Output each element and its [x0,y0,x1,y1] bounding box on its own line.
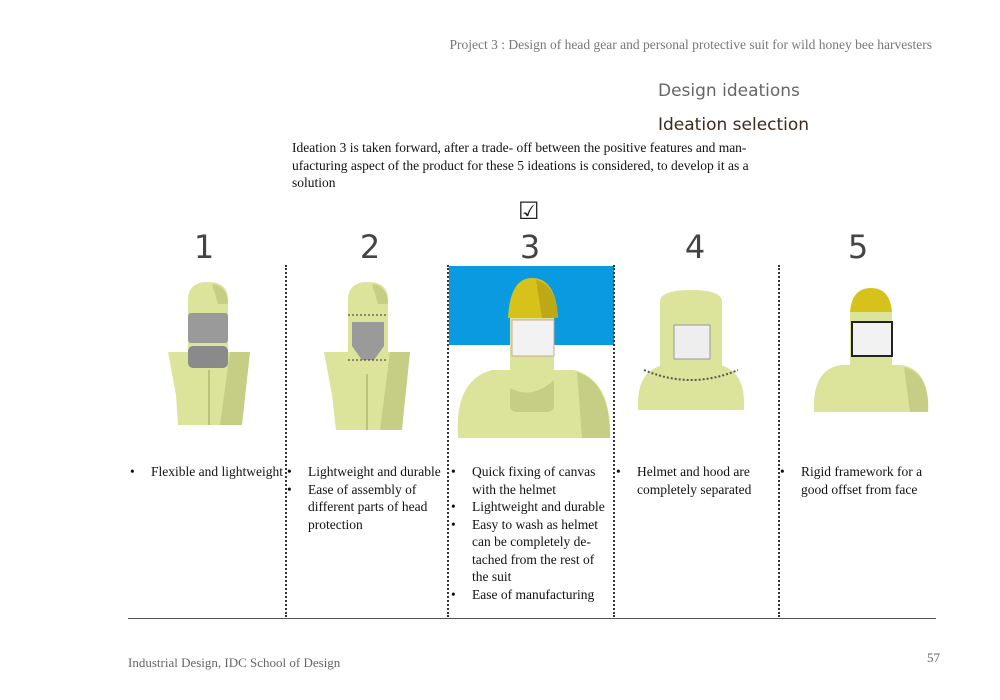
feature-point: Ease of assembly of different parts of h… [287,481,447,534]
column-divider [447,265,449,617]
feature-point: Lightweight and durable [451,498,606,516]
feature-point: Easy to wash as helmet can be completely… [451,516,606,586]
ideation-2-points: Lightweight and durable Ease of assembly… [287,463,447,533]
ideation-1-illustration [168,282,250,425]
ideation-4-points: Helmet and hood are completely separated [616,463,766,498]
ideation-5-illustration [813,288,929,412]
footer-text: Industrial Design, IDC School of Design [128,655,341,670]
ideation-number-1: 1 [193,228,215,266]
column-divider [778,265,780,617]
ideation-3-points: Quick fixing of canvas with the helmet L… [451,463,606,603]
column-divider [613,265,615,617]
subsection-title: Ideation selection [658,115,810,135]
checkbox-checked-icon: ☑ [518,197,540,225]
footer-rule [128,618,936,619]
feature-point: Flexible and lightweight [130,463,290,481]
feature-point: Rigid framework for a good offset from f… [780,463,930,498]
ideation-number-2: 2 [359,228,381,266]
ideation-number-3: 3 [519,228,541,266]
ideation-number-5: 5 [847,228,869,266]
ideation-number-4: 4 [684,228,706,266]
feature-point: Quick fixing of canvas with the helmet [451,463,606,498]
ideation-3-illustration [457,278,611,438]
intro-paragraph: Ideation 3 is taken forward, after a tra… [292,140,749,190]
ideation-2-illustration [324,282,410,430]
page-header: Project 3 : Design of head gear and pers… [449,37,932,52]
ideation-4-illustration [637,290,745,410]
page-number: 57 [927,650,940,665]
column-divider [285,265,287,617]
feature-point: Helmet and hood are completely separated [616,463,766,498]
ideation-1-points: Flexible and lightweight [130,463,290,481]
ideation-5-points: Rigid framework for a good offset from f… [780,463,930,498]
feature-point: Lightweight and durable [287,463,447,481]
feature-point: Ease of manufacturing [451,586,606,604]
section-title: Design ideations [658,81,800,101]
